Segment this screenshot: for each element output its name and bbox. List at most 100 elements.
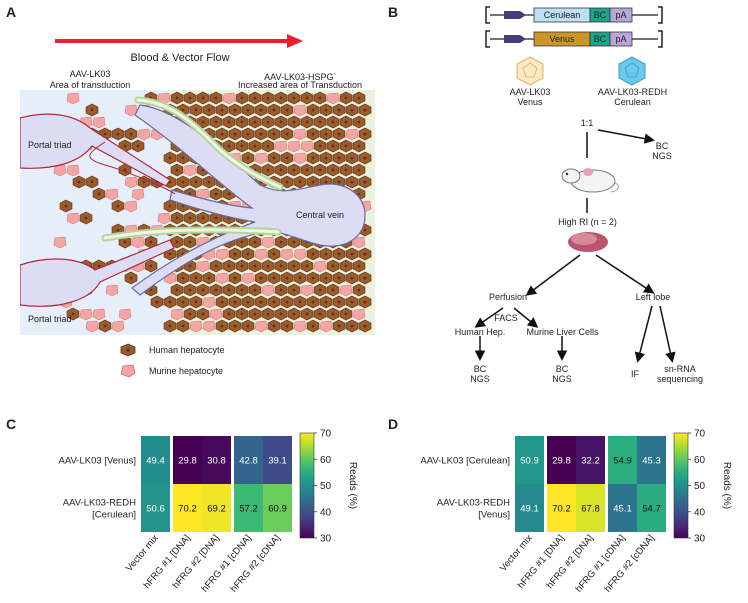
human-hepatocyte-cell [280, 295, 294, 309]
left-area-title-2: Area of transduction [49, 80, 131, 90]
murine-hepatocyte-cell [293, 248, 307, 261]
heatmap-cell [141, 436, 170, 484]
human-hepatocyte-cell [332, 103, 346, 117]
human-hepatocyte-cell [300, 259, 314, 273]
human-hepatocyte-cell [183, 211, 197, 225]
murine-hepatocyte-cell [105, 284, 119, 297]
human-hepatocyte-cell [306, 127, 320, 141]
murine-hepatocyte-cell [66, 164, 80, 177]
human-hepatocyte-cell [124, 271, 138, 285]
human-hepatocyte-cell [319, 151, 333, 165]
human-hepatocyte-cell [189, 271, 203, 285]
human-hepatocyte-cell [111, 127, 125, 141]
murine-hepatocyte-cell [339, 284, 353, 297]
human-hepatocyte-cell [280, 103, 294, 117]
human-hepatocyte-cell [332, 319, 346, 333]
human-hepatocyte-cell [293, 271, 307, 285]
murine-hepatocyte-cell [293, 128, 307, 141]
murine-hepatocyte-cell [300, 140, 314, 153]
construct1-pa-label: pA [615, 10, 627, 20]
colorbar-tick-label: 40 [320, 507, 332, 518]
human-hepatocyte-cell [209, 115, 223, 129]
human-hepatocyte-cell [287, 163, 301, 177]
heatmap-cell-value: 50.6 [146, 504, 165, 515]
human-hepatocyte-cell [287, 115, 301, 129]
heatmap-cell-value: 50.9 [520, 456, 539, 467]
heatmap-cell [608, 436, 637, 484]
murine-hepatocyte-cell [326, 92, 340, 105]
murine-hepatocyte-cell [66, 212, 80, 225]
human-hepatocyte-cell [319, 295, 333, 309]
human-hepatocyte-cell [306, 295, 320, 309]
human-hepatocyte-cell [111, 199, 125, 213]
human-hepatocyte-cell [280, 319, 294, 333]
murine-hepatocyte-cell [79, 308, 93, 321]
murine-hepatocyte-cell [274, 140, 288, 153]
murine-hepatocyte-cell [111, 320, 125, 333]
heatmap-cell [202, 484, 231, 532]
heatmap-row-label: [Venus] [478, 510, 510, 521]
heatmap-cell-value: 29.8 [552, 456, 571, 467]
colorbar-tick-label: 30 [694, 534, 706, 545]
human-hepatocyte-cell [358, 103, 372, 117]
human-hepatocyte-cell [248, 307, 262, 321]
human-hepatocyte-cell [352, 259, 366, 273]
colorbar-label: Reads (%) [721, 462, 732, 509]
central-vein-label: Central vein [295, 210, 345, 220]
human-hepatocyte-cell [280, 175, 294, 189]
human-hepatocyte-cell [235, 259, 249, 273]
human-hepatocyte-cell [352, 91, 366, 105]
murine-hepatocyte-cell [222, 92, 236, 105]
murine-hepatocyte-cell [118, 308, 132, 321]
human-hepatocyte-cell [326, 307, 340, 321]
human-hepatocyte-cell [144, 259, 158, 273]
human-hepatocyte-cell [287, 91, 301, 105]
human-hepatocyte-cell [235, 307, 249, 321]
colorbar-tick-label: 50 [694, 481, 706, 492]
human-hepatocyte-cell [332, 127, 346, 141]
murine-hepatocyte-cell [170, 308, 184, 321]
human-hepatocyte-cell [261, 259, 275, 273]
human-hepatocyte-cell [209, 259, 223, 273]
human-hepatocyte-cell [293, 295, 307, 309]
murine-hepatocyte-cell [131, 188, 145, 201]
murine-hepatocyte-cell [261, 236, 275, 249]
construct2-pa-label: pA [615, 34, 627, 44]
right-area-title-1: AAV-LK03-HSPG- [230, 69, 370, 83]
heatmap-cell-value: 69.2 [207, 504, 226, 515]
human-hepatocyte-cell [183, 307, 197, 321]
if-label: IF [631, 369, 639, 379]
human-hepatocyte-cell [163, 151, 177, 165]
murine-hepatocyte-cell [215, 248, 229, 261]
human-hepatocyte-cell [319, 103, 333, 117]
heatmap-row-label: AAV-LK03 [Venus] [59, 456, 136, 467]
human-hepatocyte-cell [313, 91, 327, 105]
human-hepatocyte-cell [202, 175, 216, 189]
human-hepatocyte-cell [254, 127, 268, 141]
human-hepatocyte-cell [176, 295, 190, 309]
murine-hepatocyte-cell [124, 176, 138, 189]
workflow-arrows [474, 129, 676, 363]
ratio-label: 1:1 [580, 118, 594, 128]
human-hepatocyte-cell [358, 271, 372, 285]
heatmap-cell-value: 49.1 [520, 504, 539, 515]
human-hepatocyte-cell [306, 247, 320, 261]
human-hepatocyte-cell [319, 127, 333, 141]
human-hepatocyte-cell [300, 307, 314, 321]
human-hepatocyte-cell [306, 151, 320, 165]
human-hepatocyte-cell [261, 115, 275, 129]
murine-hepatocyte-cell [131, 236, 145, 249]
human-hepatocyte-cell [313, 283, 327, 297]
liver-lobule-diagram [20, 90, 375, 335]
left-lobe-label: Left lobe [635, 292, 671, 302]
human-hepatocyte-cell [163, 199, 177, 213]
human-hepatocyte-cell [209, 187, 223, 201]
human-hepatocyte-cell [274, 307, 288, 321]
human-hepatocyte-cell [85, 175, 99, 189]
flow-label: Blood & Vector Flow [130, 52, 230, 64]
sinusoid-vessels [101, 96, 284, 242]
heatmap-cell-value: 45.1 [613, 504, 632, 515]
murine-hepatocyte-cell [352, 236, 366, 249]
human-hepatocyte-cell [319, 271, 333, 285]
human-hepatocyte-cell [235, 115, 249, 129]
